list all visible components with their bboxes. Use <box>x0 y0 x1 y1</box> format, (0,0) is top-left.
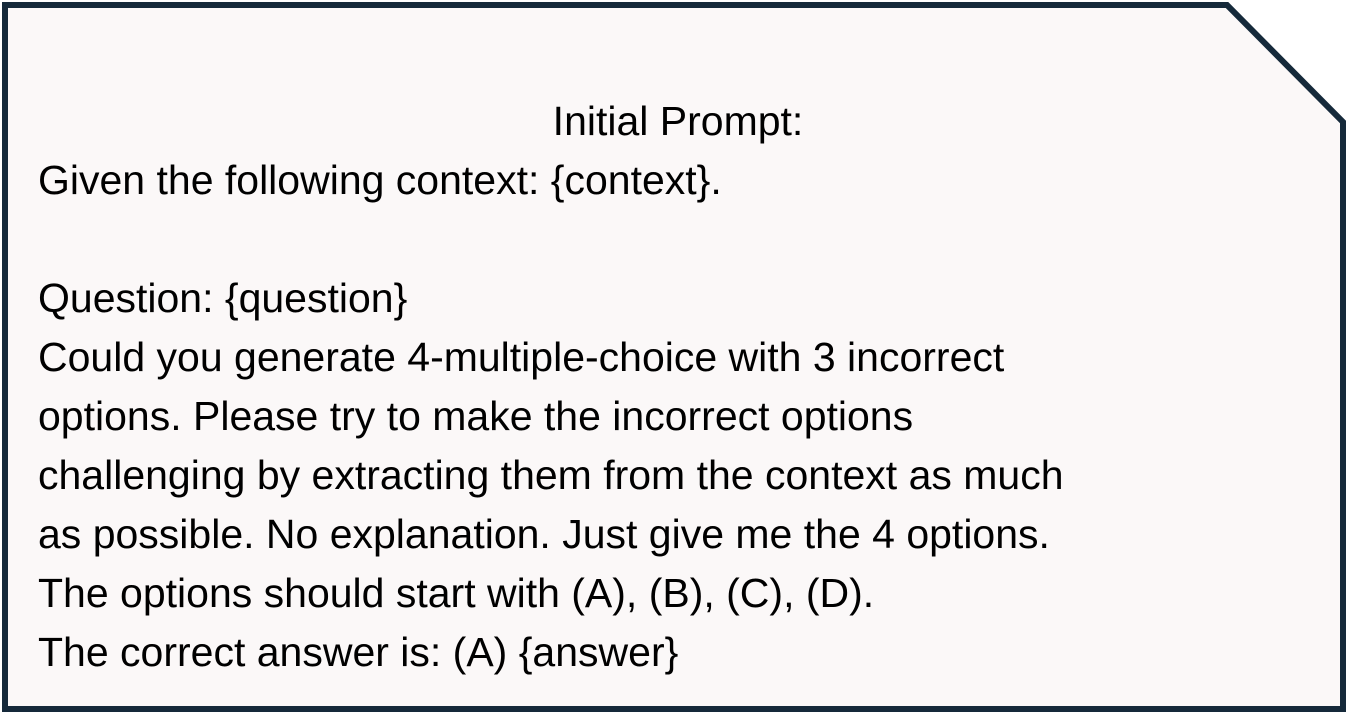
prompt-title: Initial Prompt: <box>552 98 804 144</box>
prompt-card: Initial Prompt: Given the following cont… <box>38 92 1268 682</box>
prompt-line-instruction-3: challenging by extracting them from the … <box>38 452 1064 498</box>
prompt-blank-line <box>38 210 1268 269</box>
prompt-line-context: Given the following context: {context}. <box>38 157 722 203</box>
prompt-line-instruction-4: as possible. No explanation. Just give m… <box>38 511 1050 557</box>
prompt-line-question: Question: {question} <box>38 275 408 321</box>
prompt-line-options-format: The options should start with (A), (B), … <box>38 570 875 616</box>
prompt-line-instruction-2: options. Please try to make the incorrec… <box>38 393 914 439</box>
prompt-line-answer: The correct answer is: (A) {answer} <box>38 629 679 675</box>
prompt-line-instruction-1: Could you generate 4-multiple-choice wit… <box>38 334 1005 380</box>
